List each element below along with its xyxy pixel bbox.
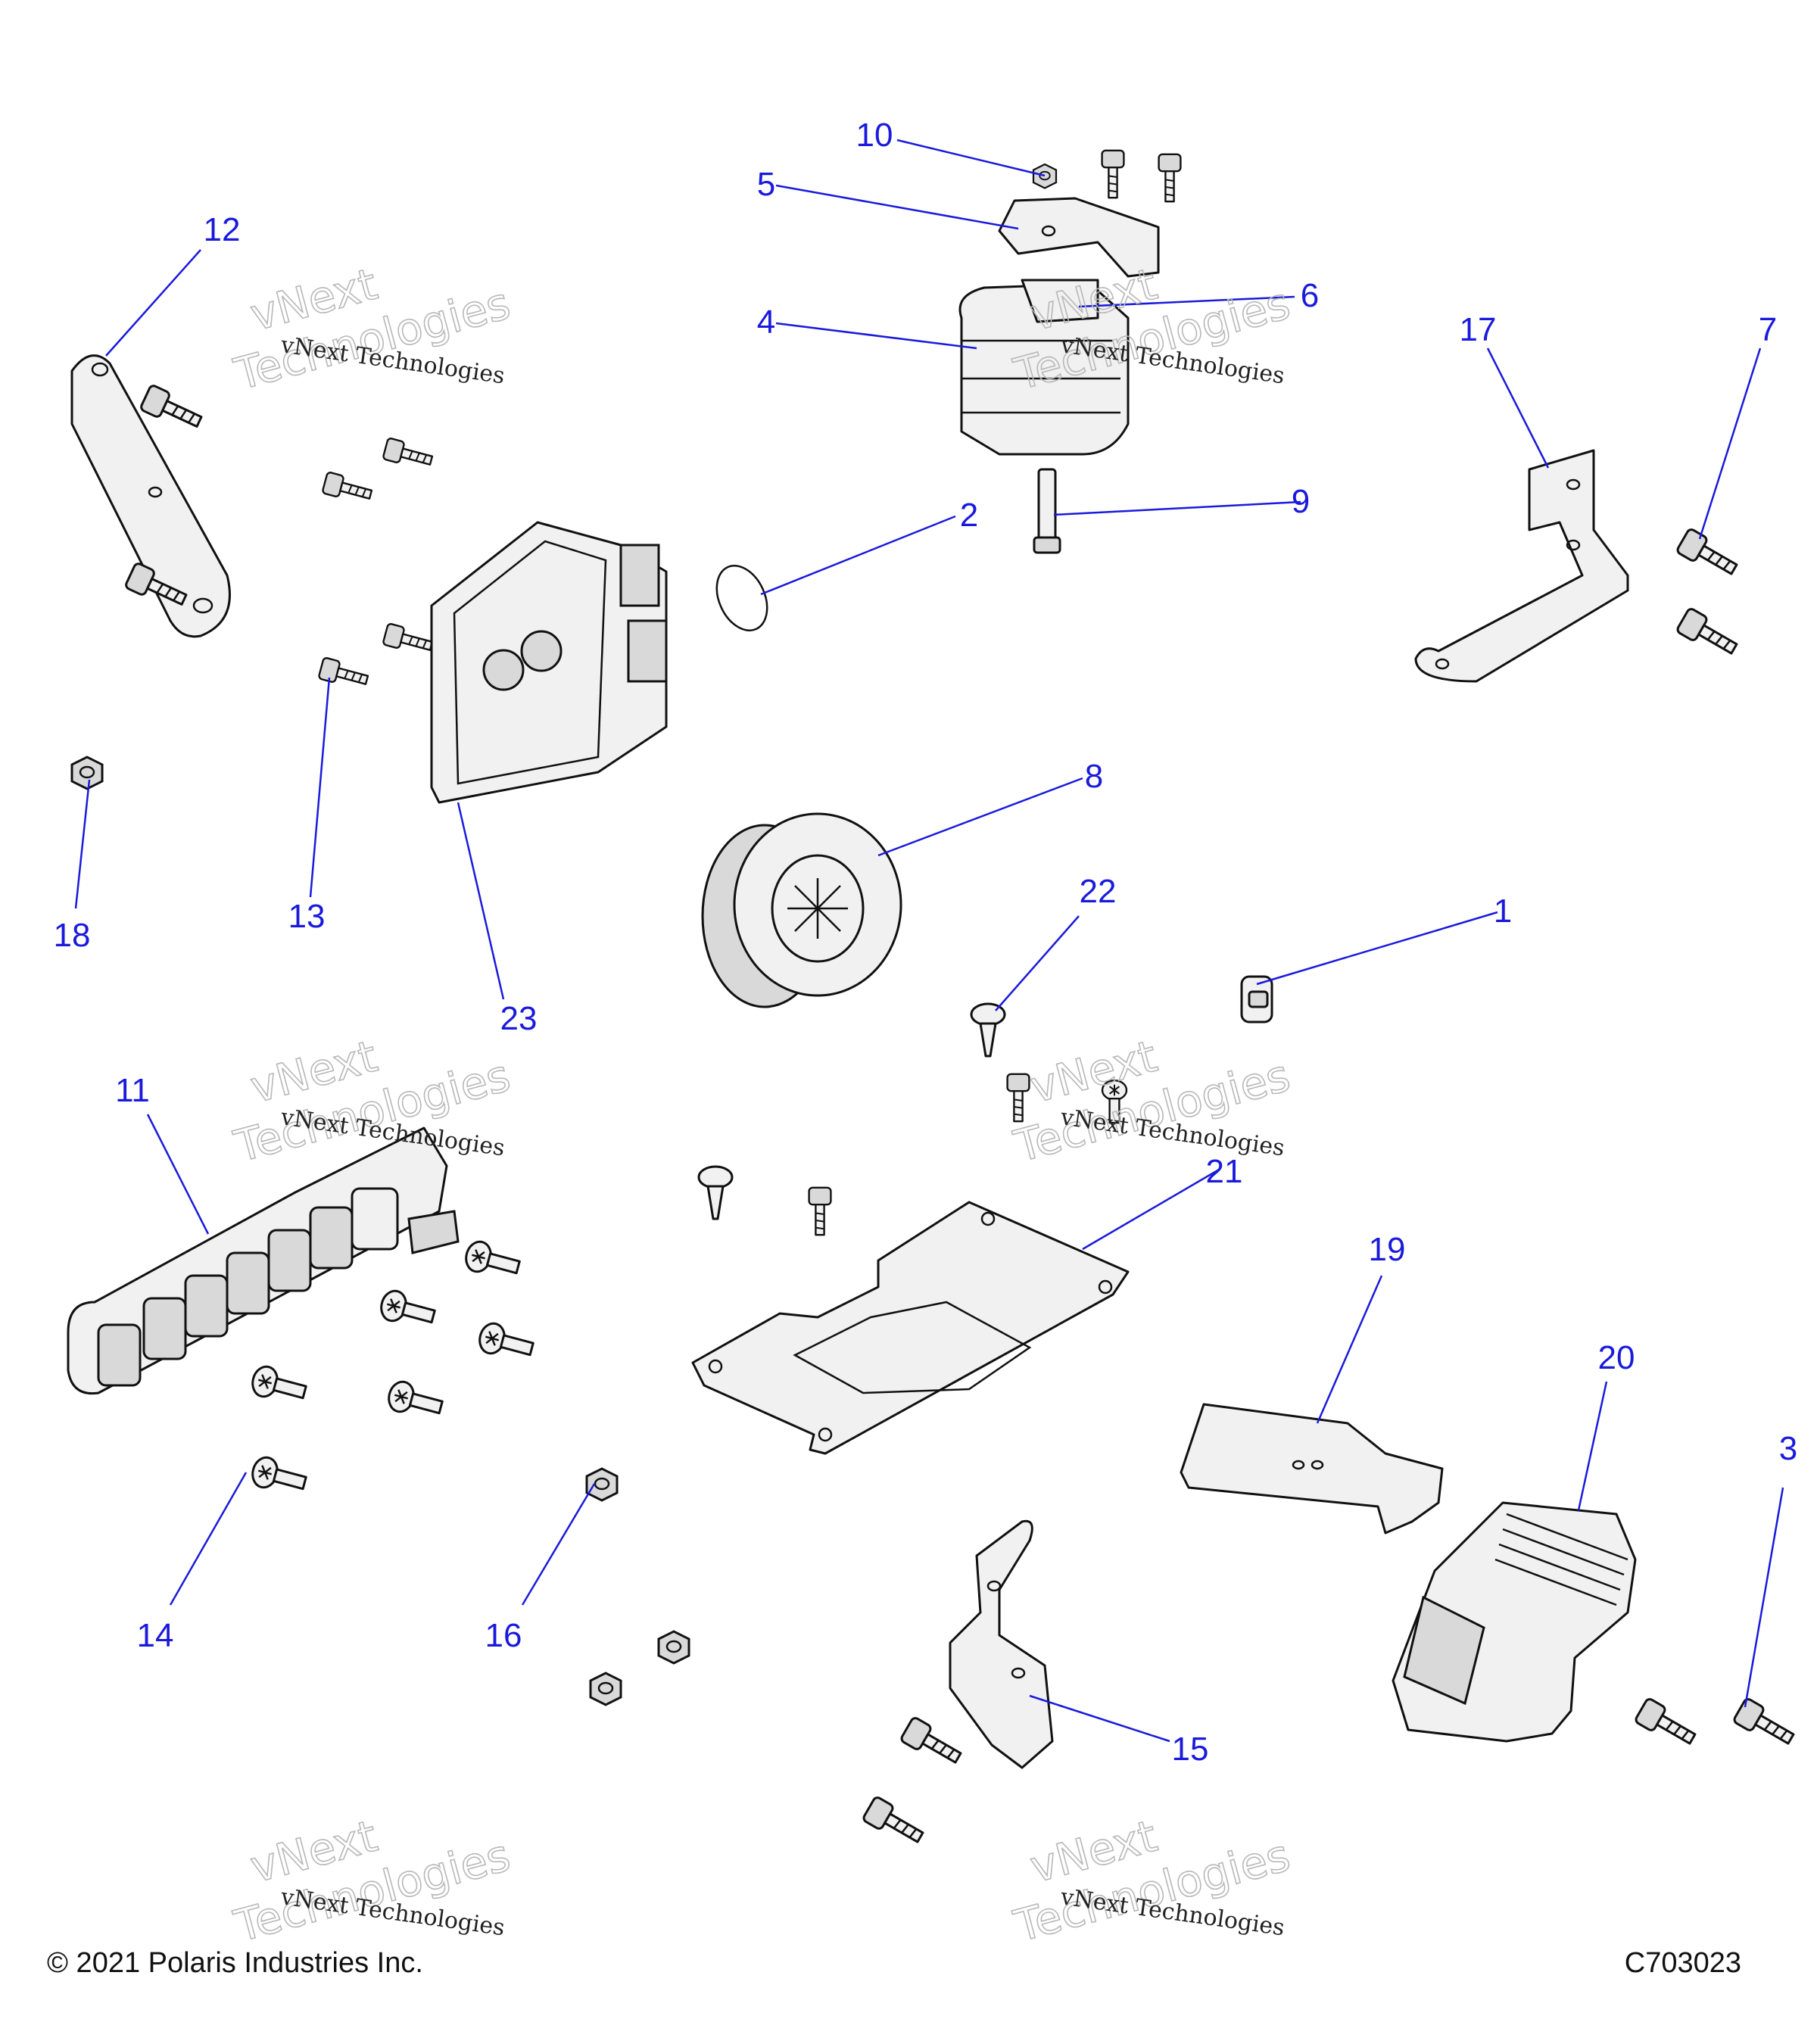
bracket-part-5 [998, 197, 1160, 278]
copyright-text: © 2021 Polaris Industries Inc. [47, 1947, 423, 1979]
callout-1: 1 [1494, 893, 1512, 930]
bolt-icon [1675, 526, 1742, 583]
cable-tie-part-2 [715, 565, 768, 631]
grommet-icon [585, 1467, 619, 1502]
plate-part-21 [691, 1201, 1130, 1455]
leader-lines [74, 139, 1784, 1743]
bolt-icon [899, 1715, 966, 1771]
callout-4: 4 [757, 304, 775, 341]
callout-12: 12 [204, 211, 241, 248]
screw-icon [384, 1378, 446, 1423]
bolt-icon [1675, 606, 1742, 662]
screw-icon [248, 1454, 310, 1499]
watermark: vNext Technologies vNext Technologies vN… [228, 257, 1295, 1952]
bolt-icon [382, 622, 435, 658]
bolt-icon [1006, 1073, 1030, 1123]
grommet-icon [657, 1630, 690, 1665]
callout-14: 14 [137, 1617, 174, 1654]
push-pin-part [697, 1165, 734, 1220]
screw-icon [475, 1320, 537, 1365]
bolt-icon [1731, 1696, 1799, 1753]
bolt-icon [1633, 1696, 1700, 1753]
clip-part-1 [1240, 975, 1273, 1024]
callout-18: 18 [54, 917, 91, 954]
long-bolt-part-9 [1033, 468, 1061, 554]
callout-2: 2 [960, 497, 978, 534]
coil-pack-part-11 [67, 1126, 460, 1395]
callout-10: 10 [856, 117, 893, 154]
callout-16: 16 [485, 1617, 522, 1654]
bracket-part-12 [70, 354, 231, 638]
bolt-icon [861, 1794, 928, 1851]
bolt-icon [382, 436, 435, 472]
bracket-part-17 [1414, 449, 1629, 683]
nut-icon [1032, 163, 1058, 189]
callout-8: 8 [1085, 758, 1103, 795]
bolt-icon [317, 656, 371, 692]
callout-21: 21 [1206, 1153, 1243, 1190]
callout-7: 7 [1759, 311, 1777, 348]
bolt-icon [139, 383, 207, 435]
callout-3: 3 [1779, 1430, 1797, 1467]
callout-15: 15 [1172, 1731, 1209, 1768]
callout-11: 11 [115, 1072, 150, 1109]
callout-19: 19 [1369, 1231, 1406, 1268]
bolt-icon [1158, 153, 1182, 203]
callout-20: 20 [1598, 1339, 1635, 1376]
bolt-icon [1101, 149, 1125, 199]
ecu-module-part-23 [430, 521, 668, 804]
bracket-part-19 [1180, 1403, 1444, 1535]
bolt-icon [808, 1186, 832, 1236]
callout-17: 17 [1460, 311, 1497, 348]
callout-5: 5 [757, 166, 775, 203]
callout-6: 6 [1301, 277, 1319, 314]
nut-icon [70, 756, 104, 790]
relay-block-part-4 [958, 279, 1130, 456]
screw-icon [376, 1287, 438, 1332]
bolt-icon [321, 470, 375, 506]
callout-23: 23 [500, 1000, 538, 1037]
screw-icon [461, 1238, 523, 1283]
grommet-icon [589, 1672, 622, 1706]
bracket-part-15 [949, 1519, 1054, 1769]
callout-22: 22 [1080, 873, 1117, 910]
push-pin-part-22 [970, 1002, 1006, 1058]
voltage-regulator-part-20 [1392, 1501, 1637, 1743]
callout-9: 9 [1292, 483, 1310, 520]
screw-icon [248, 1363, 310, 1408]
callout-13: 13 [288, 898, 326, 935]
grommet-part-8 [701, 812, 902, 1008]
figure-id: C703023 [1624, 1947, 1741, 1979]
